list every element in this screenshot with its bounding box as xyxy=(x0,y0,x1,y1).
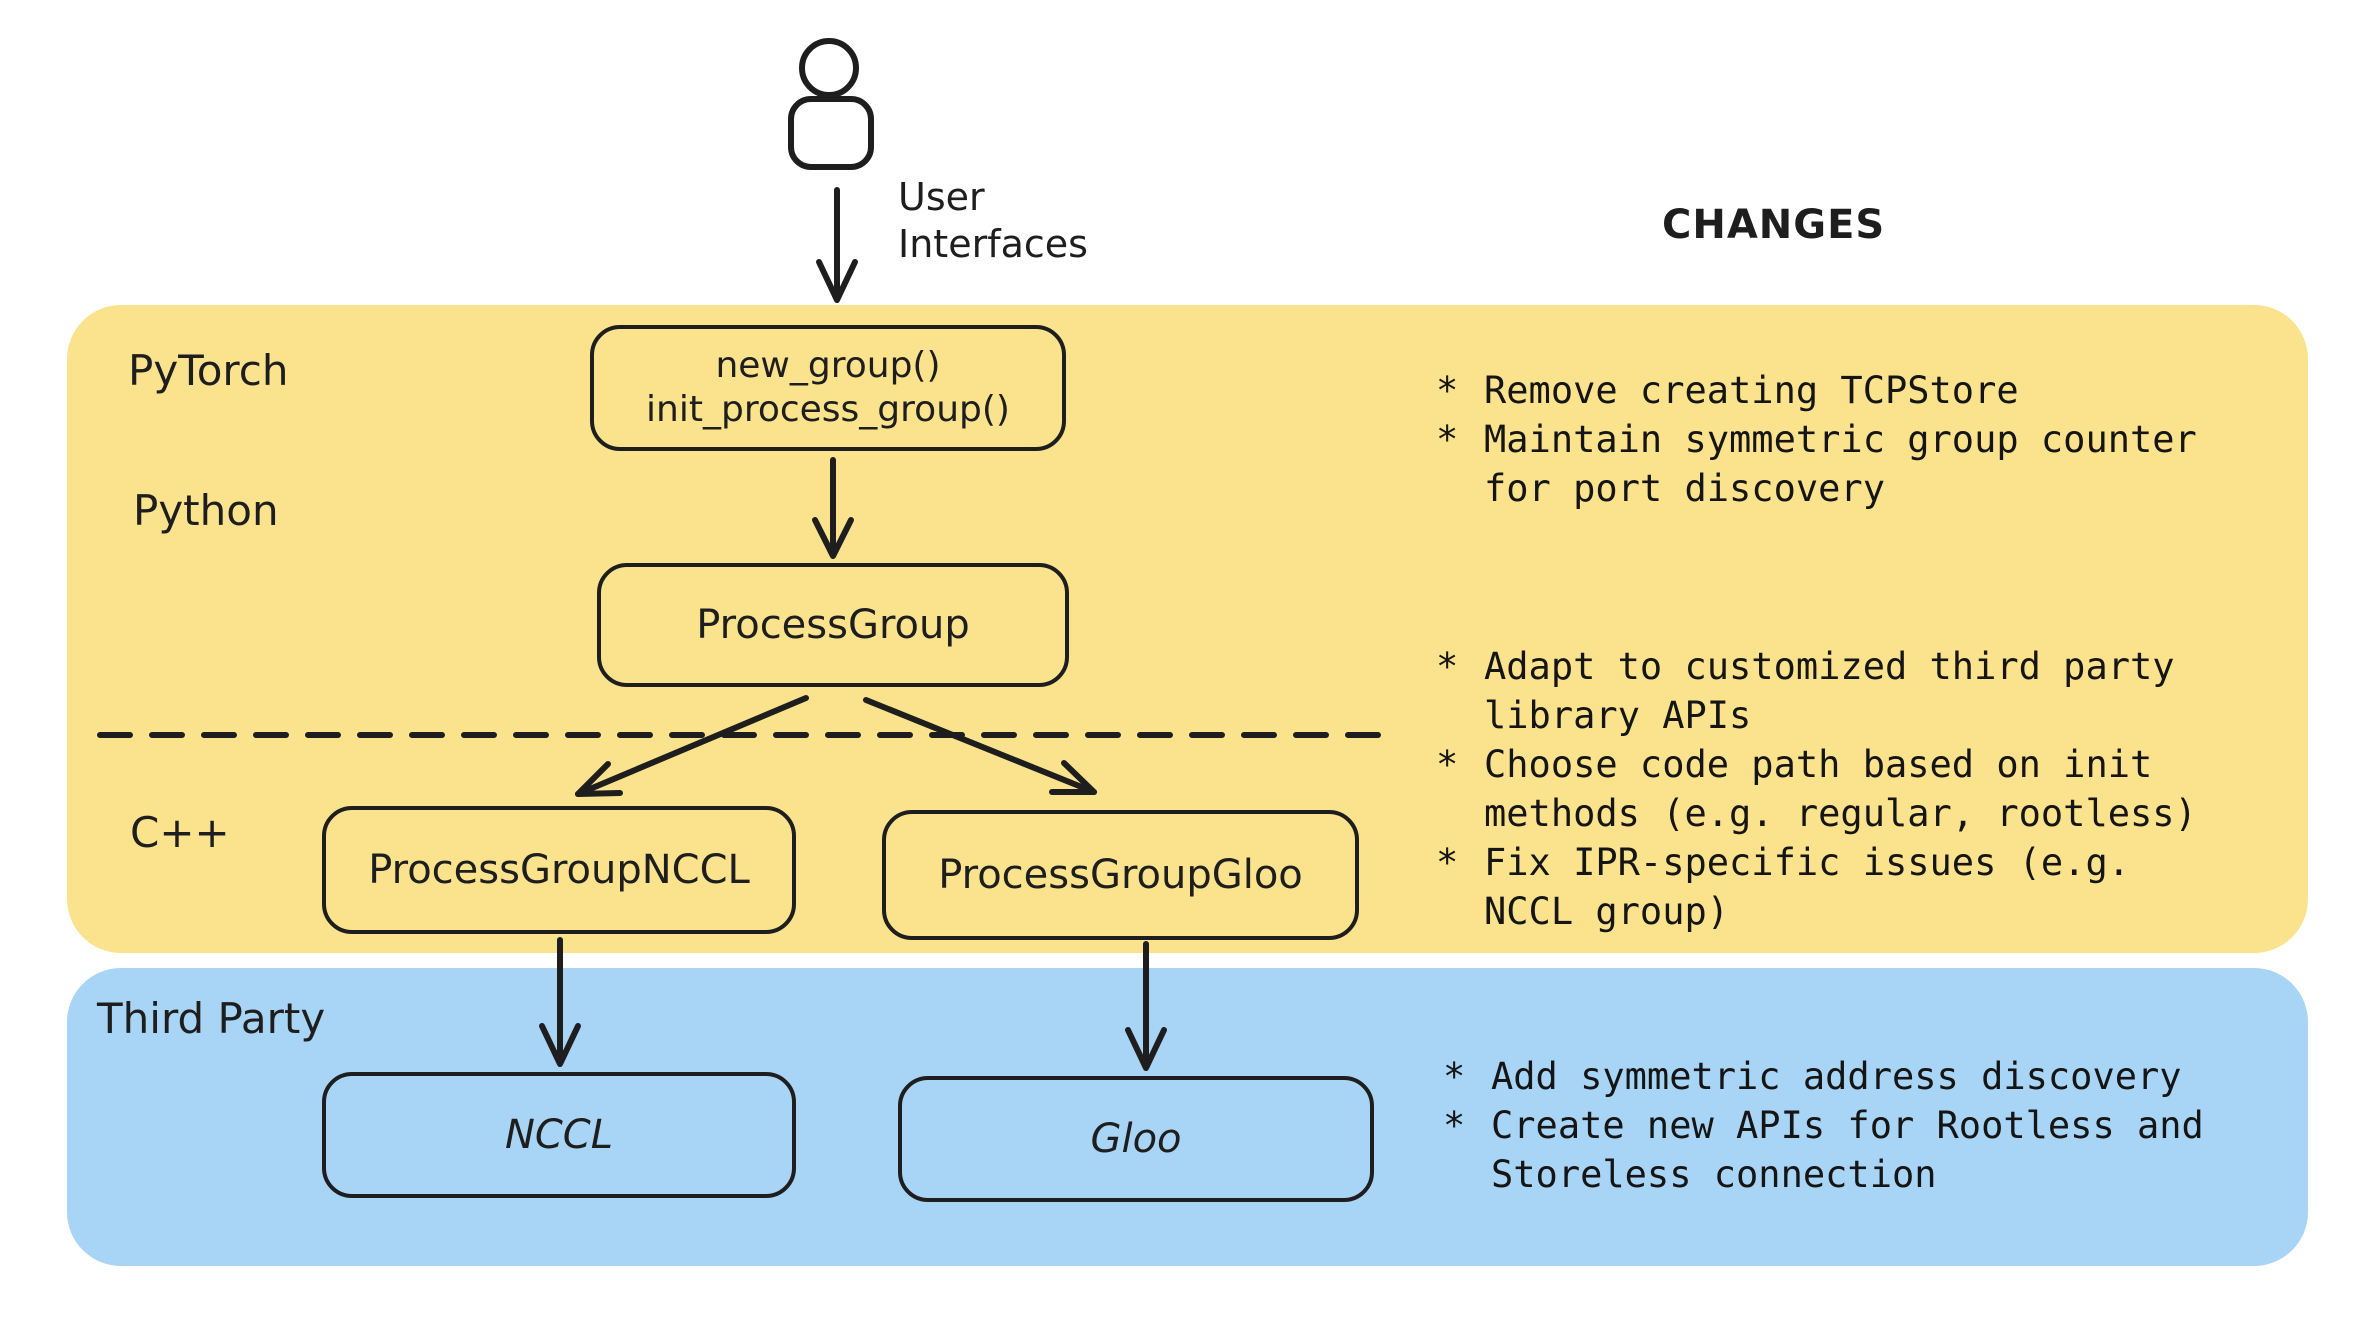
person-icon xyxy=(788,38,874,170)
user-arrow xyxy=(816,187,858,303)
change-item-text: Create new APIs for Rootless and Storele… xyxy=(1491,1104,2204,1196)
node-gloo: Gloo xyxy=(898,1076,1374,1202)
bullet-marker: * xyxy=(1436,369,1459,412)
change-item-text: Add symmetric address discovery xyxy=(1491,1055,2182,1098)
node-processgroupgloo-label: ProcessGroupGloo xyxy=(938,852,1303,898)
layer-label-python: Python xyxy=(133,486,279,535)
node-processgroupnccl: ProcessGroupNCCL xyxy=(322,806,796,934)
change-item: * Create new APIs for Rootless and Store… xyxy=(1443,1101,2283,1199)
bullet-marker: * xyxy=(1436,841,1459,884)
layer-label-pytorch: PyTorch xyxy=(128,346,289,395)
node-nccl-label: NCCL xyxy=(504,1112,614,1158)
change-item-text: Maintain symmetric group counter for por… xyxy=(1484,418,2197,510)
change-item: * Adapt to customized third party librar… xyxy=(1436,642,2276,740)
node-api-functions-label: new_group() init_process_group() xyxy=(646,345,1010,430)
change-item: * Choose code path based on init methods… xyxy=(1436,740,2276,838)
bullet-marker: * xyxy=(1443,1055,1466,1098)
changes-list-third-party: * Add symmetric address discovery * Crea… xyxy=(1443,1052,2283,1199)
node-processgroupgloo: ProcessGroupGloo xyxy=(882,810,1359,940)
bullet-marker: * xyxy=(1436,418,1459,461)
third-party-layer-region xyxy=(67,968,2308,1266)
node-processgroup: ProcessGroup xyxy=(597,563,1069,687)
python-layer-region xyxy=(67,305,2308,953)
bullet-marker: * xyxy=(1443,1104,1466,1147)
node-processgroupnccl-label: ProcessGroupNCCL xyxy=(368,847,750,893)
layer-label-cpp: C++ xyxy=(130,808,230,857)
changes-list-cpp: * Adapt to customized third party librar… xyxy=(1436,642,2276,936)
change-item-text: Adapt to customized third party library … xyxy=(1484,645,2175,737)
bullet-marker: * xyxy=(1436,743,1459,786)
bullet-marker: * xyxy=(1436,645,1459,688)
change-item-text: Choose code path based on init methods (… xyxy=(1484,743,2197,835)
node-processgroup-label: ProcessGroup xyxy=(696,602,970,648)
node-nccl: NCCL xyxy=(322,1072,796,1198)
change-item: * Add symmetric address discovery xyxy=(1443,1052,2283,1101)
changes-title: CHANGES xyxy=(1662,202,1886,248)
user-interfaces-label: User Interfaces xyxy=(898,175,1088,266)
changes-list-pytorch-python: * Remove creating TCPStore * Maintain sy… xyxy=(1436,366,2276,513)
node-gloo-label: Gloo xyxy=(1090,1116,1182,1162)
change-item-text: Remove creating TCPStore xyxy=(1484,369,2019,412)
change-item: * Remove creating TCPStore xyxy=(1436,366,2276,415)
node-api-functions: new_group() init_process_group() xyxy=(590,325,1066,451)
change-item-text: Fix IPR-specific issues (e.g. NCCL group… xyxy=(1484,841,2131,933)
layer-label-third-party: Third Party xyxy=(97,994,326,1043)
change-item: * Fix IPR-specific issues (e.g. NCCL gro… xyxy=(1436,838,2276,936)
change-item: * Maintain symmetric group counter for p… xyxy=(1436,415,2276,513)
